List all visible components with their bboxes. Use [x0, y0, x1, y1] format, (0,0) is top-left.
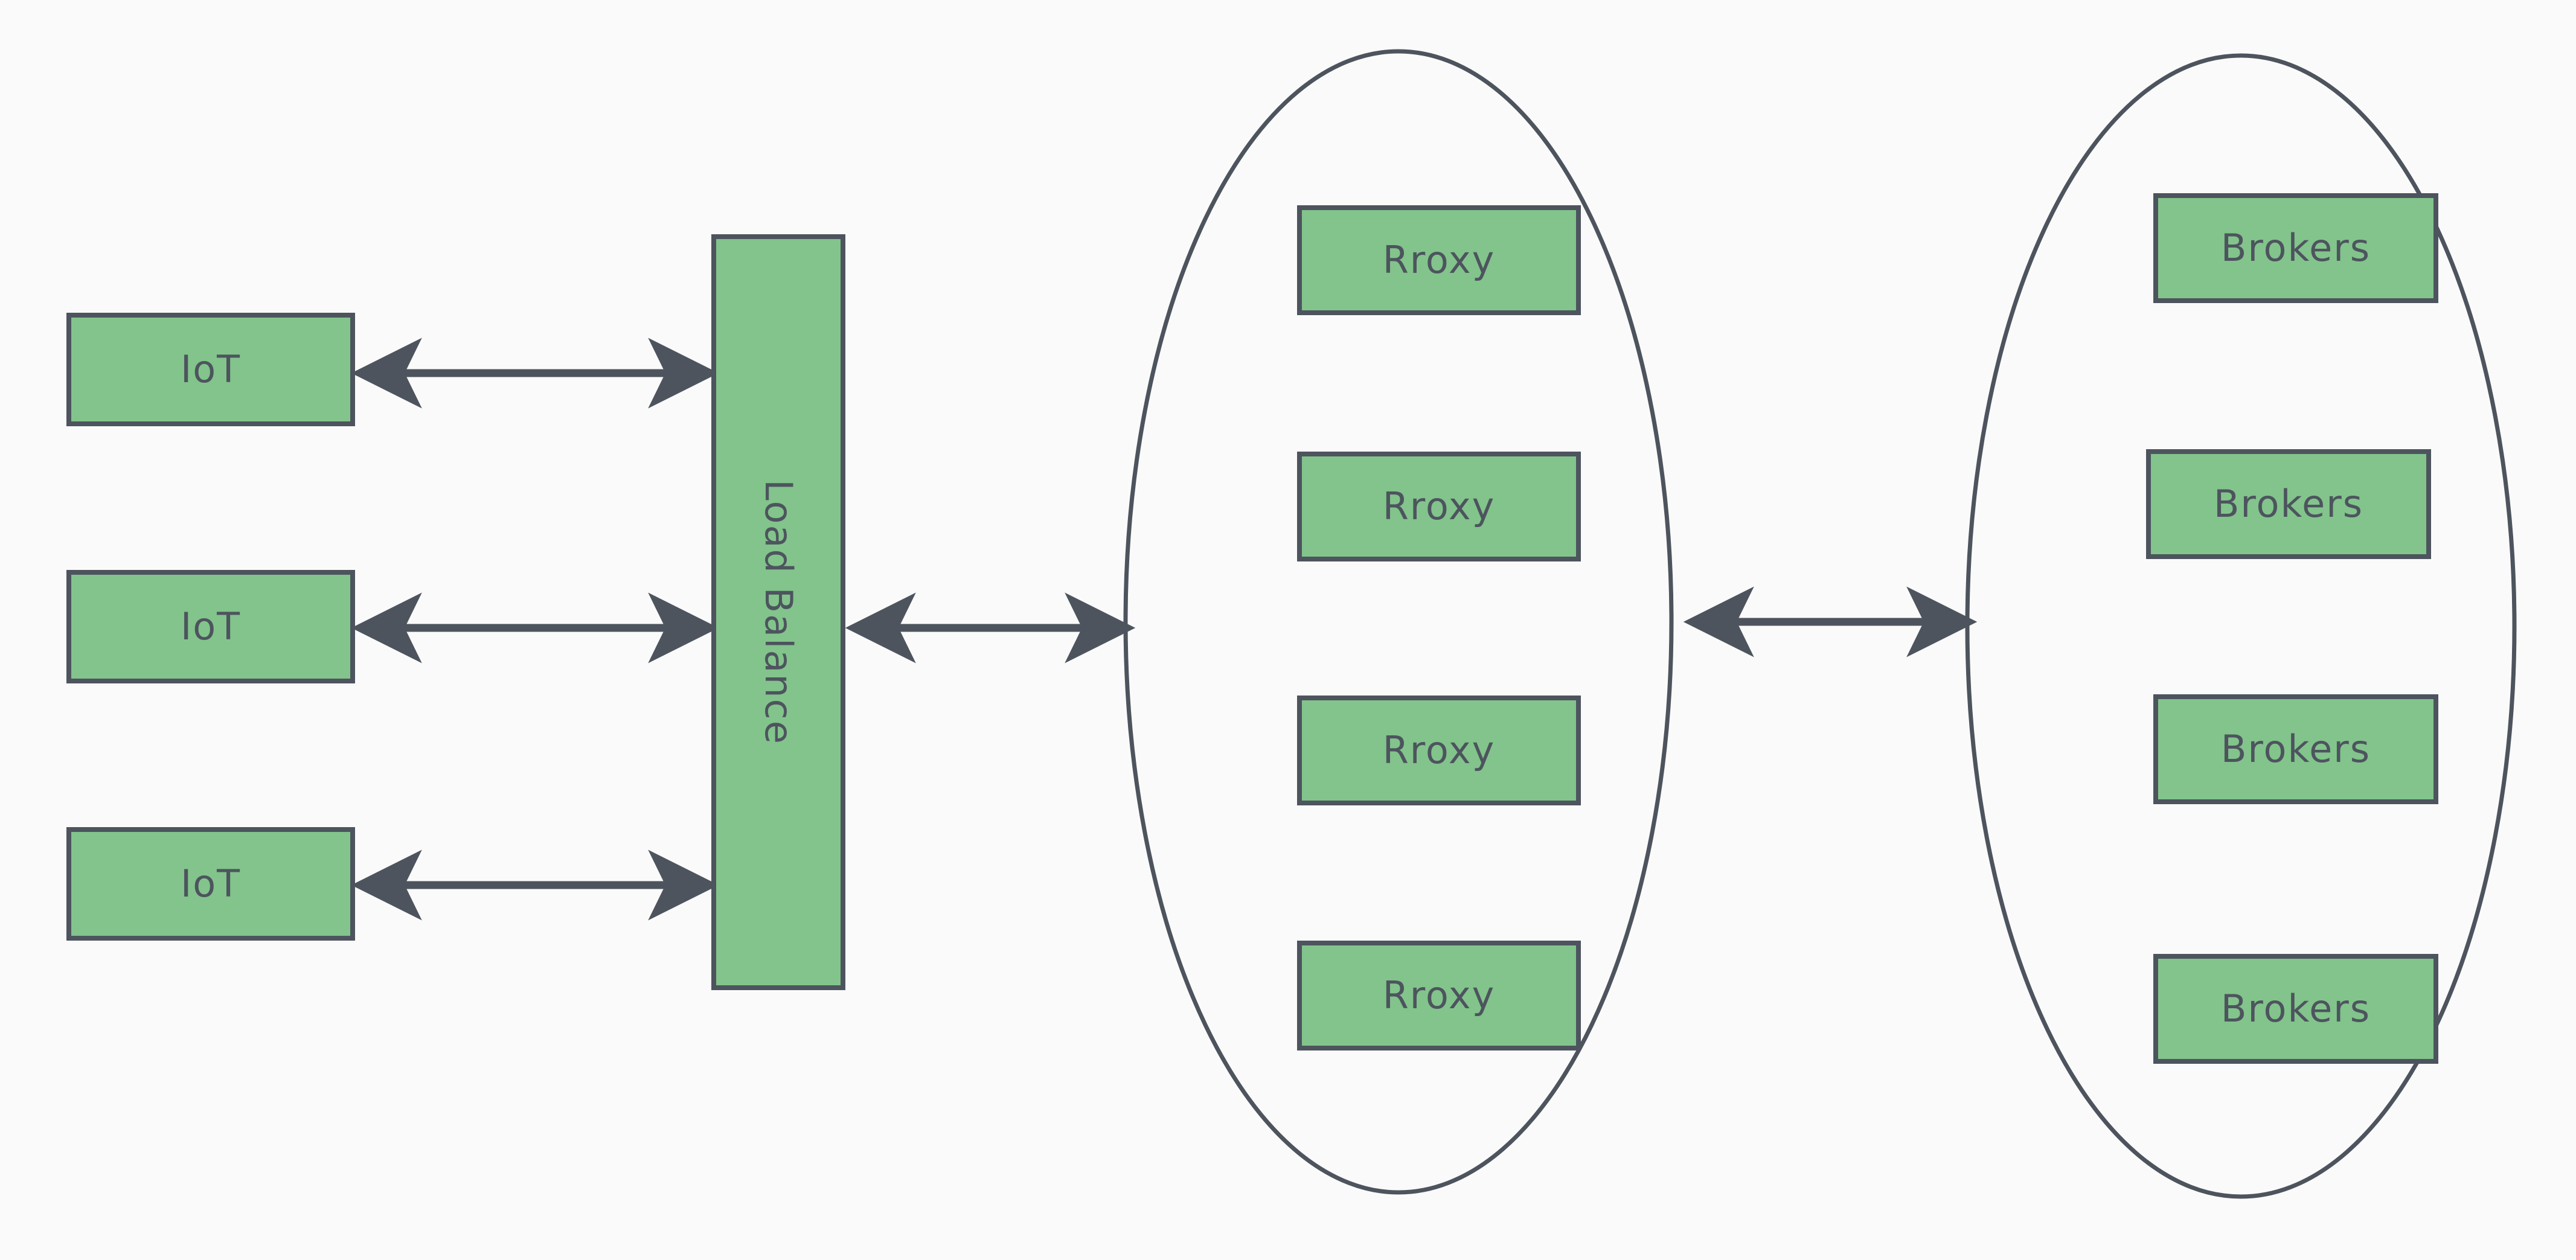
- broker-node-4[interactable]: Brokers: [2153, 954, 2438, 1064]
- proxy-node-4-label: Rroxy: [1382, 973, 1496, 1017]
- broker-node-1[interactable]: Brokers: [2153, 193, 2438, 303]
- load-balance-node[interactable]: Load Balance: [711, 234, 845, 990]
- iot-node-2[interactable]: IoT: [66, 570, 355, 683]
- broker-node-3[interactable]: Brokers: [2153, 694, 2438, 804]
- iot-node-1-label: IoT: [180, 347, 242, 391]
- broker-node-3-label: Brokers: [2220, 727, 2371, 771]
- load-balance-label: Load Balance: [757, 479, 801, 745]
- proxy-node-1-label: Rroxy: [1382, 238, 1496, 282]
- iot-node-1[interactable]: IoT: [66, 313, 355, 426]
- proxy-node-3-label: Rroxy: [1382, 728, 1496, 772]
- broker-node-1-label: Brokers: [2220, 226, 2371, 270]
- proxy-node-3[interactable]: Rroxy: [1297, 696, 1581, 805]
- iot-node-3-label: IoT: [180, 862, 242, 906]
- broker-node-2[interactable]: Brokers: [2146, 449, 2431, 559]
- proxy-node-4[interactable]: Rroxy: [1297, 941, 1581, 1051]
- proxy-node-2[interactable]: Rroxy: [1297, 452, 1581, 561]
- proxy-node-1[interactable]: Rroxy: [1297, 205, 1581, 315]
- iot-node-2-label: IoT: [180, 604, 242, 648]
- iot-node-3[interactable]: IoT: [66, 827, 355, 941]
- broker-node-2-label: Brokers: [2213, 482, 2364, 526]
- broker-node-4-label: Brokers: [2220, 987, 2371, 1031]
- proxy-node-2-label: Rroxy: [1382, 484, 1496, 528]
